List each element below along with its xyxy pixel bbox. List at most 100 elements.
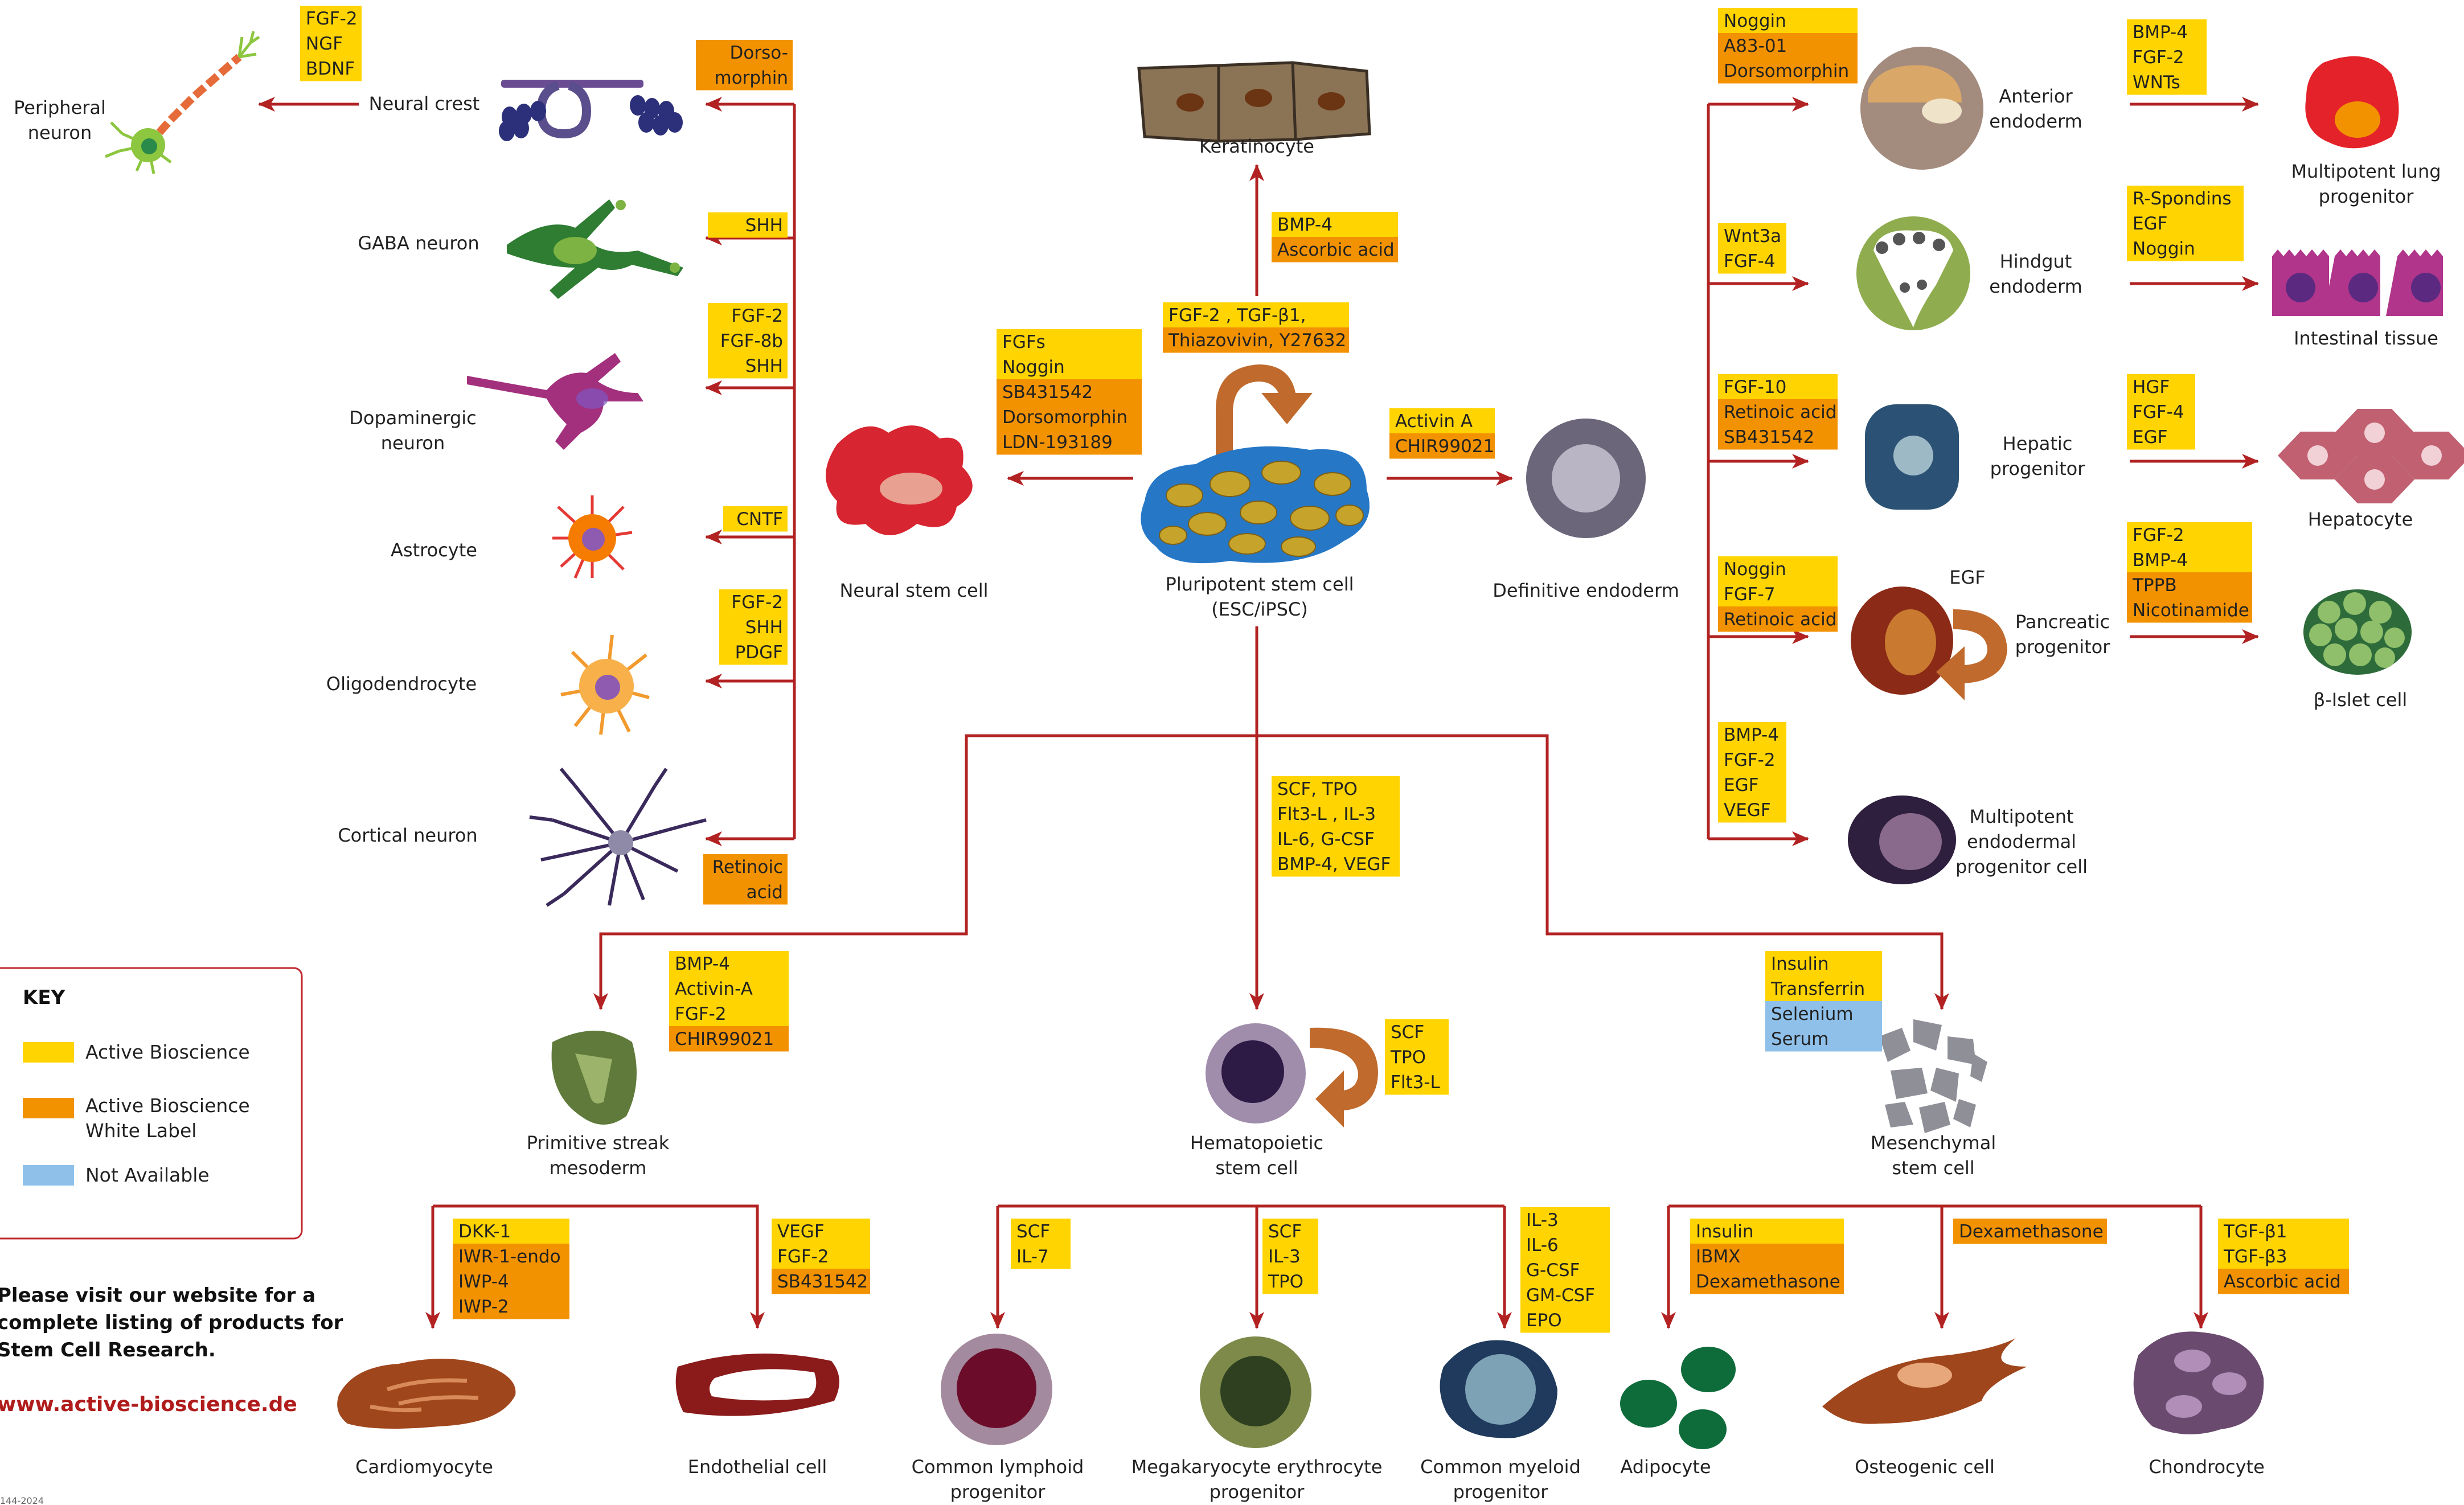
label-line: progenitor bbox=[1453, 1481, 1549, 1503]
label-line: Chondrocyte bbox=[2149, 1456, 2265, 1478]
reagent-swatch bbox=[300, 56, 362, 81]
reagent-swatch bbox=[2218, 1244, 2349, 1269]
reagent-name: FGFs bbox=[1002, 332, 1046, 352]
peripheral-neuron-icon bbox=[105, 31, 260, 174]
reagent-name: FGF-2 bbox=[777, 1246, 829, 1267]
reagent-swatch bbox=[1953, 1219, 2107, 1244]
reagent-swatch bbox=[300, 31, 362, 56]
label-line: Pluripotent stem cell bbox=[1166, 573, 1354, 595]
key-swatch-not-available bbox=[23, 1165, 74, 1186]
reagent-name: FGF-2 bbox=[675, 1004, 727, 1024]
reagent-name: EPO bbox=[1526, 1310, 1562, 1331]
neural-crest-icon bbox=[499, 80, 683, 141]
label-line: Common myeloid bbox=[1420, 1456, 1581, 1478]
reagent-swatch bbox=[1520, 1232, 1610, 1258]
reagent-name: Nicotinamide bbox=[2133, 600, 2249, 621]
osteogenic-reagents: Dexamethasone bbox=[1953, 1219, 2107, 1244]
reagent-swatch bbox=[719, 639, 788, 665]
label-line: stem cell bbox=[1215, 1157, 1298, 1179]
label-line: β-Islet cell bbox=[2314, 689, 2407, 711]
reagent-swatch bbox=[1272, 851, 1400, 877]
reagent-swatch bbox=[997, 404, 1142, 430]
reagent-swatch bbox=[1385, 1044, 1449, 1070]
reagent-swatch bbox=[1385, 1019, 1449, 1045]
reagent-name: TGF-β1 bbox=[2223, 1221, 2287, 1242]
reagent-swatch bbox=[453, 1219, 569, 1244]
reagent-name: FGF-2 bbox=[731, 592, 783, 613]
keratinocyte-icon bbox=[1137, 61, 1371, 143]
label-line: Osteogenic cell bbox=[1855, 1456, 1995, 1478]
reagent-name: FGF-8b bbox=[720, 331, 783, 351]
label-line: Neural stem cell bbox=[839, 580, 988, 601]
lung-progenitor-icon bbox=[2305, 56, 2399, 149]
neural-stem-cell-icon bbox=[826, 425, 973, 535]
reagent-swatch bbox=[2218, 1219, 2349, 1244]
reagent-name: Noggin bbox=[2133, 239, 2195, 259]
astrocyte-icon bbox=[552, 495, 633, 579]
label-line: Astrocyte bbox=[391, 539, 477, 561]
reagent-name: BMP-4 bbox=[675, 954, 730, 974]
label-line: Hematopoietic bbox=[1190, 1132, 1323, 1154]
reagent-name: FGF-2 bbox=[1724, 750, 1776, 770]
reagent-name: EGF bbox=[2133, 427, 2167, 448]
cardiomyocyte-icon bbox=[337, 1359, 516, 1429]
label-line: Peripheral bbox=[14, 97, 106, 118]
label-line: mesoderm bbox=[550, 1157, 647, 1179]
footer-line-2: complete listing of products for bbox=[0, 1311, 343, 1334]
reagent-name: SB431542 bbox=[1002, 382, 1093, 403]
reagent-swatch bbox=[2127, 424, 2195, 450]
reagent-swatch bbox=[1520, 1257, 1610, 1283]
reagent-swatch bbox=[1718, 556, 1838, 582]
reagent-swatch bbox=[1718, 722, 1786, 748]
reagent-name: BDNF bbox=[306, 59, 355, 79]
reagent-name: Serum bbox=[1771, 1029, 1828, 1049]
reagent-swatch bbox=[708, 212, 788, 238]
label-line: stem cell bbox=[1892, 1157, 1974, 1179]
label-line: Keratinocyte bbox=[1199, 136, 1314, 157]
label-line: GABA neuron bbox=[358, 232, 479, 254]
reagent-name: SB431542 bbox=[777, 1272, 868, 1292]
reagent-name: SHH bbox=[745, 215, 783, 236]
reagent-swatch bbox=[1163, 327, 1349, 353]
label-line: Hindgut bbox=[2000, 251, 2072, 272]
key-swatch-active bbox=[23, 1042, 74, 1063]
pluripotent-colony-icon bbox=[1141, 446, 1370, 564]
reagent-name: SCF bbox=[1016, 1221, 1050, 1242]
reagent-swatch bbox=[1718, 223, 1786, 249]
reagent-name: Insulin bbox=[1771, 954, 1828, 974]
website-link[interactable]: www.active-bioscience.de bbox=[0, 1393, 297, 1416]
reagent-swatch bbox=[1163, 302, 1349, 328]
label-line: endoderm bbox=[1989, 110, 2082, 132]
reagent-swatch bbox=[453, 1294, 569, 1319]
reagent-swatch bbox=[719, 614, 788, 640]
reagent-swatch bbox=[1765, 951, 1882, 977]
reagent-swatch bbox=[1718, 747, 1786, 773]
reagent-swatch bbox=[1389, 433, 1495, 459]
reagent-name: FGF-2 bbox=[2133, 47, 2184, 68]
reagent-name: FGF-4 bbox=[1724, 251, 1776, 272]
footer-line-3: Stem Cell Research. bbox=[0, 1339, 216, 1362]
label-line: Mesenchymal bbox=[1871, 1132, 1996, 1154]
endothelial-label: Endothelial cell bbox=[688, 1456, 827, 1478]
reagent-name: FGF-2 bbox=[306, 9, 358, 29]
key-label-white-label-2: White Label bbox=[85, 1119, 196, 1142]
reagent-swatch bbox=[772, 1219, 870, 1244]
reagent-swatch bbox=[1272, 212, 1398, 237]
self-renewal-arrow-icon bbox=[1216, 364, 1313, 470]
reagent-swatch bbox=[708, 303, 788, 329]
reagent-name: Ascorbic acid bbox=[2224, 1272, 2341, 1292]
label-line: Hepatocyte bbox=[2308, 508, 2413, 530]
reagent-swatch bbox=[1718, 399, 1838, 425]
